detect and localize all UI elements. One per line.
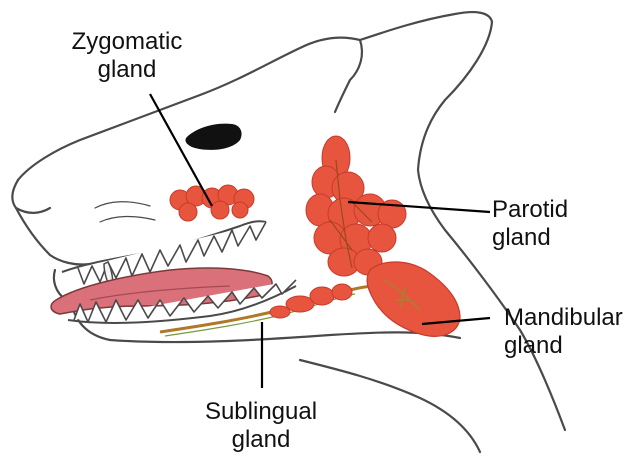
mandibular-label-line2: gland [504, 332, 640, 360]
sublingual-label-line2: gland [186, 426, 336, 454]
mouth [51, 221, 296, 323]
mandibular-gland [367, 262, 460, 336]
mandibular-label-line1: Mandibular [504, 304, 640, 332]
zygomatic-label-line2: gland [52, 56, 202, 84]
parotid-gland-label: Parotid gland [492, 196, 612, 252]
eye-icon [185, 124, 241, 150]
sublingual-gland-label: Sublingual gland [186, 398, 336, 454]
parotid-label-line2: gland [492, 224, 612, 252]
zygomatic-gland-label: Zygomatic gland [52, 28, 202, 84]
sublingual-label-line1: Sublingual [186, 398, 336, 426]
zygomatic-leader [150, 94, 212, 206]
zygomatic-label-line1: Zygomatic [52, 28, 202, 56]
parotid-label-line1: Parotid [492, 196, 612, 224]
mandibular-gland-label: Mandibular gland [504, 304, 640, 360]
zygomatic-gland [170, 185, 254, 221]
